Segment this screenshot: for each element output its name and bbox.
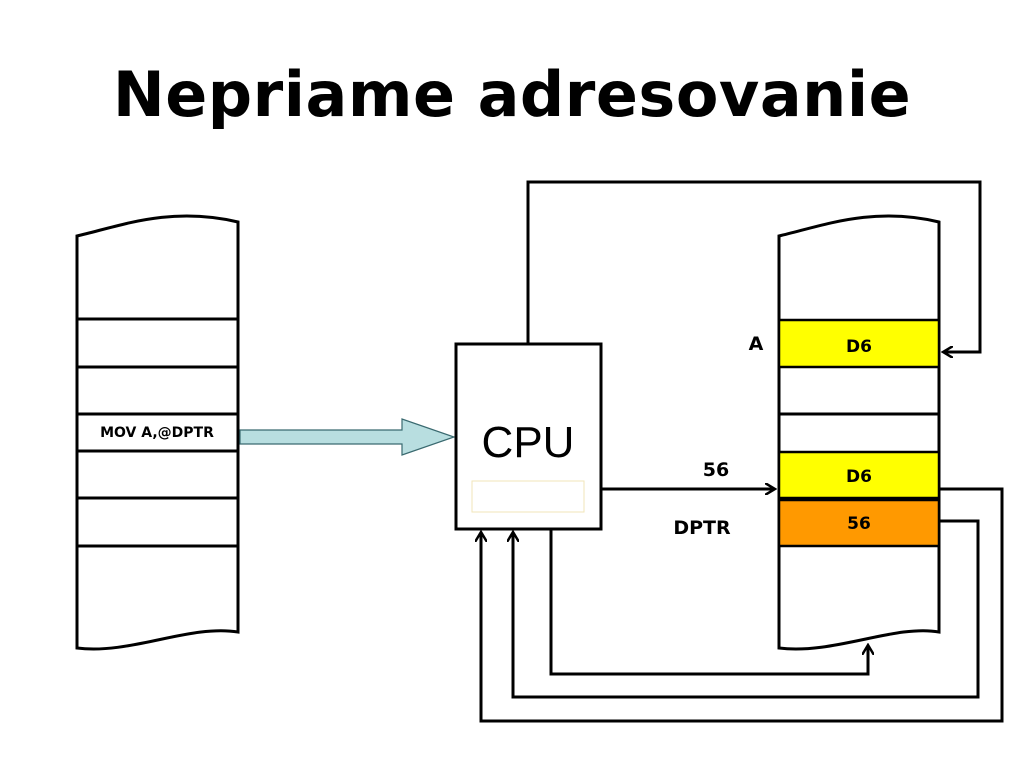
- cpu-inner-placeholder: [471, 480, 585, 513]
- instruction-cell-text: MOV A,@DPTR: [100, 425, 214, 441]
- data-memory: D6 D6 56: [777, 214, 941, 651]
- target-cell-to-cpu-line: [481, 487, 1004, 723]
- dptr-label: DPTR: [673, 517, 731, 539]
- dptr-value: 56: [847, 514, 871, 534]
- register-a-cell: [777, 318, 941, 369]
- cpu-label: CPU: [482, 418, 575, 467]
- cpu-to-register-a-line: [526, 180, 982, 352]
- address-bus-value: 56: [703, 459, 729, 481]
- cpu-block: CPU: [454, 342, 603, 531]
- register-a-label: A: [749, 333, 764, 355]
- cpu-box: [454, 342, 603, 531]
- cpu-to-memory-bottom-line: [549, 529, 868, 676]
- slide-title: Nepriame adresovanie: [112, 58, 912, 131]
- dptr-register-cell: [777, 498, 941, 548]
- program-memory: MOV A,@DPTR: [75, 214, 240, 651]
- program-memory-outline: [75, 214, 240, 651]
- target-memory-cell: [777, 450, 941, 500]
- data-memory-outline: [777, 214, 941, 651]
- dptr-to-cpu-line: [513, 519, 980, 699]
- register-a-value: D6: [846, 337, 872, 357]
- instruction-fetch-arrow: [239, 418, 456, 456]
- target-cell-value: D6: [846, 467, 872, 487]
